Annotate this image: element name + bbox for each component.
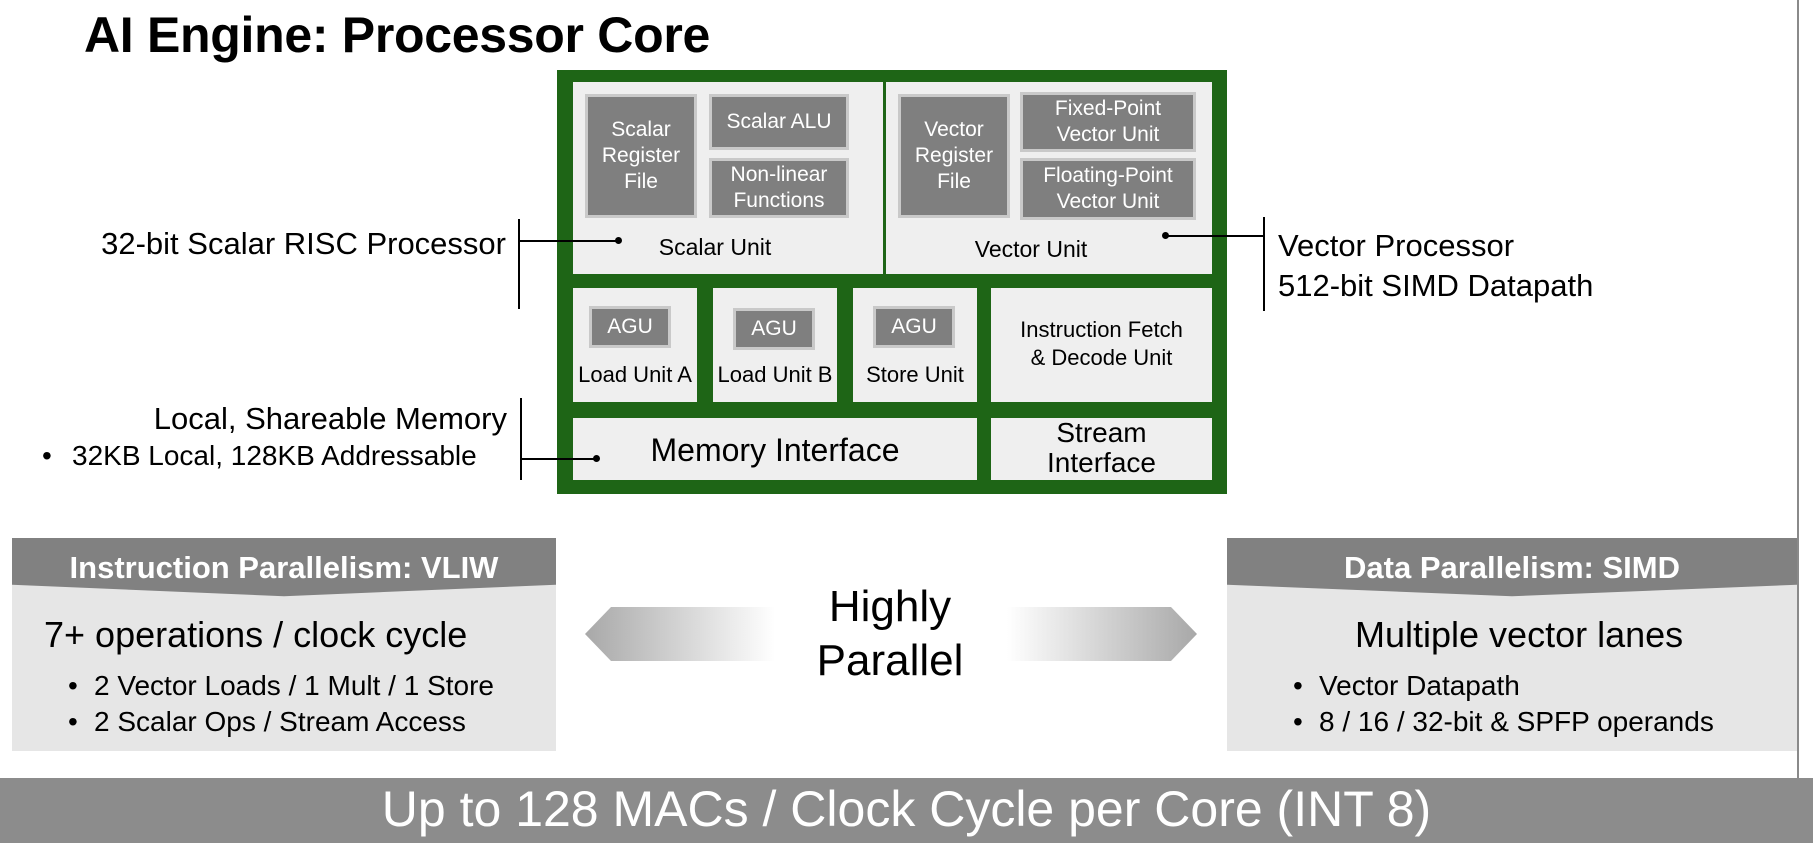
data-parallelism-card: Data Parallelism: SIMD Multiple vector l…: [1227, 538, 1797, 751]
footer-bar: Up to 128 MACs / Clock Cycle per Core (I…: [0, 778, 1813, 843]
memory-connector-dot: [593, 455, 600, 462]
highly-text: Highly: [828, 582, 952, 631]
fixed-point-vector-unit: Fixed-Point Vector Unit: [1020, 92, 1196, 152]
data-bullet-1-text: Vector Datapath: [1319, 670, 1520, 701]
scalar-connector-line: [518, 240, 618, 242]
vector-register-file: Vector Register File: [898, 94, 1010, 218]
instruction-parallelism-main: 7+ operations / clock cycle: [44, 614, 468, 655]
instruction-parallelism-title: Instruction Parallelism: VLIW: [69, 550, 499, 585]
load-unit-a-agu: AGU: [589, 306, 671, 348]
page-title: AI Engine: Processor Core: [84, 7, 710, 63]
stream-interface-label: Stream Interface: [1047, 417, 1156, 478]
instruction-bullet-1: • 2 Vector Loads / 1 Mult / 1 Store: [68, 670, 494, 702]
data-bullet-2: • 8 / 16 / 32-bit & SPFP operands: [1293, 706, 1714, 738]
double-arrow: [585, 607, 1197, 661]
highly-parallel-label: Highly Parallel: [780, 580, 1000, 688]
scalar-unit-panel: Scalar Register File Scalar ALU Non-line…: [573, 82, 883, 274]
store-unit-panel: AGU Store Unit: [853, 288, 977, 402]
load-unit-a-panel: AGU Load Unit A: [573, 288, 697, 402]
stream-interface-panel: Stream Interface: [991, 418, 1212, 480]
simd-datapath-annotation: 512-bit SIMD Datapath: [1278, 268, 1594, 303]
memory-interface-panel: Memory Interface: [573, 418, 977, 480]
right-arrow: [1007, 607, 1197, 661]
instruction-bullet-2: • 2 Scalar Ops / Stream Access: [68, 706, 466, 738]
memory-annotation-title: Local, Shareable Memory: [153, 401, 507, 436]
scalar-connector-dot: [615, 237, 622, 244]
bullet-glyph: •: [1293, 706, 1303, 737]
memory-annotation-bullet: • 32KB Local, 128KB Addressable: [42, 440, 477, 472]
parallel-text: Parallel: [816, 636, 964, 685]
store-unit-agu: AGU: [873, 306, 955, 348]
vector-bracket-line: [1263, 217, 1265, 311]
vector-connector-line: [1167, 235, 1264, 237]
data-parallelism-main: Multiple vector lanes: [1355, 614, 1684, 655]
instruction-fetch-decode-panel: Instruction Fetch & Decode Unit: [991, 288, 1212, 402]
data-bullet-1: • Vector Datapath: [1293, 670, 1520, 702]
floating-point-vector-unit: Floating-Point Vector Unit: [1020, 158, 1196, 220]
bullet-glyph: •: [68, 706, 78, 737]
memory-connector-line: [520, 458, 596, 460]
store-unit-label: Store Unit: [866, 362, 964, 387]
instruction-fetch-decode-label: Instruction Fetch & Decode Unit: [1020, 317, 1183, 370]
scalar-alu: Scalar ALU: [709, 94, 849, 150]
memory-bullet-glyph: •: [42, 440, 52, 471]
scalar-bracket-line: [518, 219, 520, 309]
vector-processor-annotation: Vector Processor: [1278, 228, 1515, 263]
load-unit-b-agu: AGU: [733, 308, 815, 350]
load-unit-a-label: Load Unit A: [578, 362, 692, 387]
nonlinear-functions: Non-linear Functions: [709, 158, 849, 218]
data-parallelism-header: [1227, 538, 1797, 597]
memory-bullet-text: 32KB Local, 128KB Addressable: [72, 440, 477, 471]
vector-connector-dot: [1162, 232, 1169, 239]
vector-unit-label: Vector Unit: [974, 236, 1088, 262]
instruction-bullet-2-text: 2 Scalar Ops / Stream Access: [94, 706, 466, 737]
vector-unit-panel: Vector Register File Fixed-Point Vector …: [886, 82, 1212, 274]
memory-interface-label: Memory Interface: [650, 432, 900, 468]
instruction-bullet-1-text: 2 Vector Loads / 1 Mult / 1 Store: [94, 670, 494, 701]
load-unit-b-label: Load Unit B: [717, 362, 833, 387]
data-parallelism-title: Data Parallelism: SIMD: [1344, 550, 1680, 585]
scalar-unit-label: Scalar Unit: [658, 234, 772, 260]
right-edge-line: [1797, 0, 1799, 778]
instruction-parallelism-card: Instruction Parallelism: VLIW 7+ operati…: [12, 538, 556, 751]
instruction-parallelism-header: [12, 538, 556, 597]
scalar-register-file: Scalar Register File: [585, 94, 697, 218]
processor-core-block: Scalar Register File Scalar ALU Non-line…: [557, 70, 1227, 494]
memory-bracket-line: [520, 398, 522, 480]
bullet-glyph: •: [1293, 670, 1303, 701]
left-arrow: [585, 607, 775, 661]
scalar-processor-annotation: 32-bit Scalar RISC Processor: [101, 226, 506, 261]
bullet-glyph: •: [68, 670, 78, 701]
data-bullet-2-text: 8 / 16 / 32-bit & SPFP operands: [1319, 706, 1714, 737]
load-unit-b-panel: AGU Load Unit B: [713, 288, 837, 402]
